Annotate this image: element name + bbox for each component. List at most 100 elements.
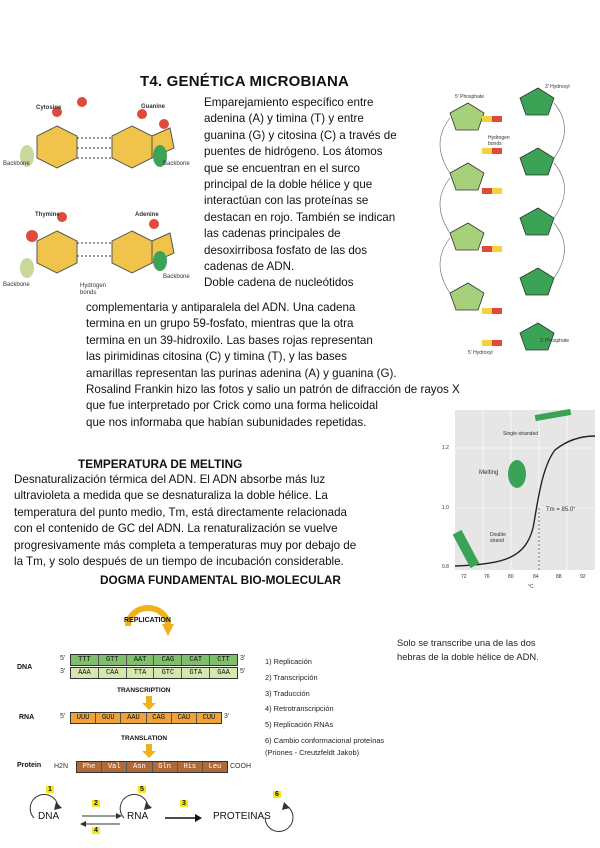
dna-strand-figure [439,87,565,351]
melting-line: la Tm, y solo después de un tiempo de in… [14,555,344,569]
label-tm: Tm = 85.0° [546,507,576,513]
melting-paragraph: Desnaturalización térmica del ADN. El AD… [14,472,356,570]
codon: GTA [182,668,211,678]
flow-number: 5 [138,786,146,793]
label-melting: Melting [479,470,499,476]
list-item: 5) Replicación RNAs [265,720,334,730]
strand-line: complementaria y antiparalela del ADN. U… [86,301,356,314]
y-tick: 1.2 [442,445,449,451]
label-thymine: Thymine [35,212,60,218]
label-5-hydroxyl: 5' Hydroxyl [468,350,493,356]
codon: UUU [71,713,97,723]
nh2-label: H2N [54,763,69,770]
melting-line: con el contenido de GC del ADN. La renat… [14,522,338,536]
note-line: hebras de la doble hélice de ADN. [397,651,539,662]
cooh-label: COOH [230,763,251,770]
flow-proteinas: PROTEINAS [213,811,271,822]
base-pairing-figure [20,97,175,278]
label-backbone: Backbone [3,161,30,167]
intro-line: las cadenas principales de [204,227,341,241]
melting-heading: TEMPERATURA DE MELTING [78,457,243,471]
codon: CAG [147,713,172,723]
codon: TTT [71,655,99,665]
protein-strand: Phe Val Asn Gln His Leu [76,761,228,773]
translation-label: TRANSLATION [121,735,168,742]
label-cytosine: Cytosine [36,105,62,111]
rna-label: RNA [19,714,35,721]
intro-line: Emparejamiento específico entre [204,96,374,109]
codon: AAA [71,668,99,678]
dna-label: DNA [17,664,33,671]
list-item: 1) Replicación [265,657,312,666]
codon: CAA [99,668,127,678]
intro-line: desoxirribosa fosfato de las dos [204,243,368,257]
melting-line: Desnaturalización térmica del ADN. El AD… [14,473,326,486]
codon: CAT [182,655,211,665]
end-5: 5' [60,655,66,662]
intro-line: interactúan con las proteínas se [204,194,369,208]
y-tick: 0.8 [442,564,449,570]
label-hydrogen-bonds: Hydrogen bonds [488,135,510,147]
transcription-label: TRANSCRIPTION [117,687,171,694]
x-unit: °C [528,584,534,590]
x-tick: 80 [508,574,514,580]
flow-number: 2 [92,800,100,807]
end-3: 3' [60,668,66,675]
strand-line: las pirimidinas citosina (C) y timina (T… [86,350,347,364]
transcription-note: Solo se transcribe una de las dos hebras… [397,636,539,664]
process-list: 1) Replicación 2) Transcripción 3) Tradu… [265,654,384,757]
down-arrow-icon [142,744,156,758]
label-double-strand: Double strand [490,532,506,544]
melting-line: temperatura del punto medio, Tm, está di… [14,505,347,519]
flow-rna: RNA [127,811,149,822]
dna-top-strand: TTT GTT AAT CAG CAT CTT [70,654,238,666]
amino-acid: Phe [77,762,103,772]
x-tick: 76 [484,574,490,580]
list-item: 4) Retrotranscripción [265,704,334,714]
end-3: 3' [224,713,230,720]
intro-line: principal de la doble hélice y que [204,178,373,192]
label-single-stranded: Single-stranded [503,431,539,437]
label-5-phosphate: 5' Phosphate [455,94,485,100]
strand-line: que fue interpretado por Crick como una … [86,399,378,413]
label-hydrogen-bonds: Hydrogen bonds [80,283,107,296]
dogma-heading: DOGMA FUNDAMENTAL BIO-MOLECULAR [100,573,341,587]
melting-chart [452,408,596,570]
x-tick: 88 [556,574,562,580]
amino-acid: Gln [153,762,178,772]
end-5: 5' [60,713,66,720]
intro-line: puentes de hidrógeno. Los átomos [204,145,383,159]
codon: TTA [127,668,155,678]
intro-line: adenina (A) y timina (T) y entre [204,112,364,126]
page-title: T4. GENÉTICA MICROBIANA [140,73,350,90]
end-3: 3' [240,655,246,662]
flow-number: 1 [46,786,54,793]
codon: AAU [121,713,147,723]
melting-line: ultravioleta a medida que se desnaturali… [14,489,328,503]
y-tick: 1.0 [442,505,449,511]
strand-line: termina en un grupo 59-fosfato, mientras… [86,317,354,331]
rna-strand: UUU GUU AAU CAG CAU CUU [70,712,222,724]
amino-acid: Val [102,762,128,772]
flow-number: 4 [92,827,100,834]
strand-line: termina en un 39-hidroxilo. Las bases ro… [86,333,373,347]
intro-paragraph: Emparejamiento específico entre adenina … [204,95,419,292]
intro-line: Doble cadena de nucleótidos [204,276,354,290]
flow-number: 3 [180,800,188,807]
strand-line: que nos informaba que habían subunidades… [86,415,367,429]
down-arrow-icon [142,696,156,710]
list-item: 6) Cambio conformacional proteínas [265,735,385,745]
flow-number: 6 [273,791,281,798]
label-3-hydroxyl: 3' Hydroxyl [545,84,570,90]
amino-acid: Leu [208,763,222,771]
list-item: (Priones - Creutzfeldt Jakob) [265,747,360,757]
label-guanine: Guanine [141,104,166,110]
x-tick: 92 [580,574,586,580]
intro-line: destacan en rojo. También se indican [204,210,396,224]
codon: GTC [154,668,183,678]
codon: GUU [96,713,122,723]
strand-line: Rosalind Frankin hizo las fotos y salio … [86,383,460,397]
intro-line: cadenas de ADN. [204,260,295,274]
end-5: 5' [240,668,246,675]
intro-line: que se encuentran en el surco [204,161,360,175]
